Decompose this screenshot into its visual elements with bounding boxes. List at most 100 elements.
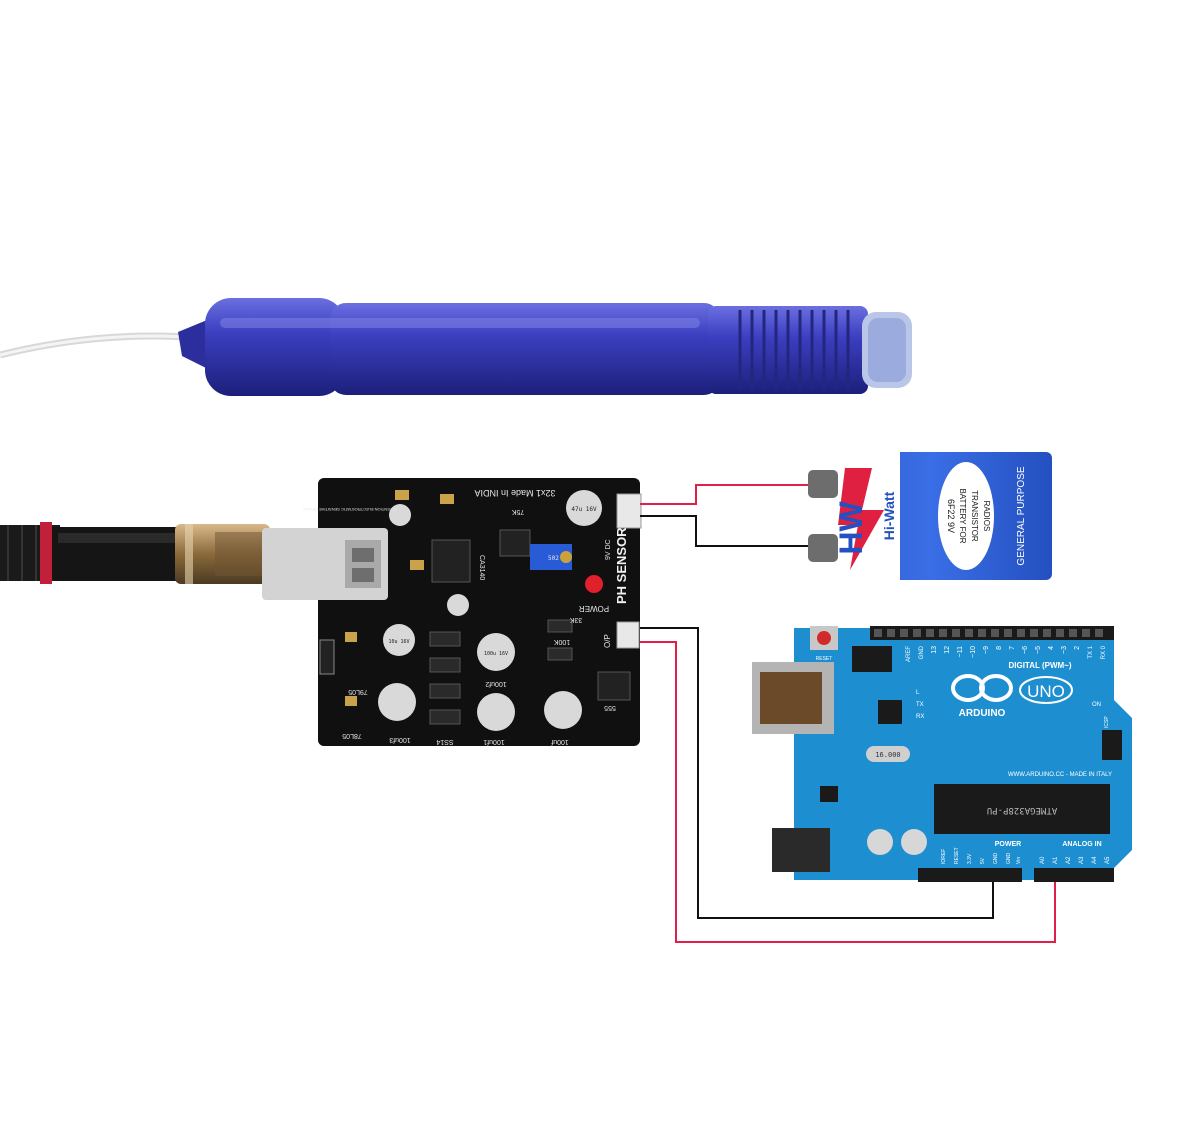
analog-label: ANALOG IN (1062, 841, 1101, 848)
digital-label: DIGITAL (PWM~) (1008, 661, 1071, 670)
pin-label-6: ~6 (1022, 646, 1029, 654)
ph-sensor-board: PH SENSOR 32x1 Made In INDIA POWER 9V DC… (262, 478, 642, 746)
uno-badge (1019, 676, 1073, 704)
pin-label-12: 12 (944, 646, 951, 654)
pin-label-rx: RX 0 (1101, 645, 1107, 659)
bnc-cable (0, 522, 270, 584)
battery-line1: BATTERY FOR (958, 488, 967, 543)
arduino-uno: AREF GND 13 12 ~11 ~10 ~9 8 7 ~6 ~5 4 ~3… (752, 626, 1132, 882)
timer-ic (597, 671, 631, 701)
pin-label-7: 7 (1009, 646, 1016, 650)
rx-led-label: RX (916, 714, 924, 720)
pin-label-11: ~11 (957, 646, 964, 657)
pin-label-3: ~3 (1061, 646, 1068, 654)
cap-100u-2-label: 100u 16V (484, 651, 508, 657)
analog-pin-a1: A1 (1053, 856, 1059, 864)
cap-100u-1 (477, 693, 515, 731)
battery-line3: RADIOS (982, 501, 991, 532)
chip-label: ATMEGA328P-PU (987, 805, 1057, 815)
arduino-cap-1 (867, 829, 893, 855)
cap-47u-label: 47u 16V (571, 506, 597, 513)
battery-purpose: GENERAL PURPOSE (1016, 466, 1027, 565)
timer-label: 555 (604, 704, 616, 711)
pin-label-8: 8 (996, 646, 1003, 650)
probe-body (205, 298, 345, 396)
power-pin-gnd1: GND (993, 853, 999, 865)
cap-100u (544, 691, 582, 729)
cap-100uf3-label: 100uf3 (389, 736, 411, 743)
power-label: POWER (995, 841, 1021, 848)
cap-100uf2-label: 100uf2 (485, 680, 507, 687)
power-header[interactable] (918, 868, 1022, 882)
ph-probe (0, 298, 912, 396)
arduino-cap-2 (901, 829, 927, 855)
power-pin-ioref: IOREF (941, 849, 947, 864)
power-pin-gnd2: GND (1006, 853, 1012, 865)
reset-label: RESET (816, 656, 833, 662)
crystal-label: 16.000 (875, 751, 900, 759)
pot-label: 502 (548, 555, 559, 562)
tx-led-label: TX (916, 702, 924, 708)
battery-model: 6F22 9V (946, 499, 956, 533)
power-pin-reset: RESET (954, 847, 960, 864)
input-connector[interactable] (616, 493, 642, 529)
pin-label-2: 2 (1074, 646, 1081, 650)
diode-label: SS14 (436, 738, 453, 745)
battery-line2: TRANSISTOR (970, 490, 979, 542)
pin-label-tx: TX 1 (1088, 645, 1094, 658)
output-label: O/P (603, 634, 612, 648)
analog-pin-a4: A4 (1092, 856, 1098, 864)
cap-10u-b (447, 594, 469, 616)
power-pin-5v: 5V (980, 857, 986, 864)
cap-100uf1-label: 100uf1 (483, 738, 505, 745)
made-in-label: 32x1 Made In INDIA (474, 488, 555, 498)
pin-label-aref: AREF (906, 646, 912, 662)
output-black-wire (640, 627, 994, 919)
icsp-label: ICSP (1104, 716, 1110, 728)
barrel-jack[interactable] (772, 828, 830, 872)
icsp-header-right[interactable] (1102, 730, 1122, 760)
res-33k-label: 33K (569, 616, 582, 623)
analog-pin-a2: A2 (1066, 856, 1072, 864)
battery-9v: HW Hi-Watt 6F22 9V BATTERY FOR TRANSISTO… (808, 452, 1052, 580)
pin-label-13: 13 (931, 646, 938, 654)
uno-label: UNO (1027, 682, 1065, 701)
output-connector[interactable] (616, 621, 640, 649)
cap-100u-3 (378, 683, 416, 721)
wiring (640, 484, 1056, 943)
cap-47u (566, 490, 602, 526)
battery-terminal-top[interactable] (808, 470, 838, 498)
input-voltage-label: 9V DC (605, 539, 612, 560)
pin-label-5: ~5 (1035, 646, 1042, 654)
on-led-label: ON (1092, 702, 1101, 708)
cap-10u-label: 10u 16V (388, 639, 409, 645)
analog-pin-a0: A0 (1040, 856, 1046, 864)
battery-logo: HW (833, 501, 869, 555)
cap-10u-c (389, 504, 411, 526)
reg2-label: 78L05 (342, 732, 362, 739)
op-amp-ic (431, 539, 471, 583)
battery-terminal-bottom[interactable] (808, 534, 838, 562)
url-label: WWW.ARDUINO.CC - MADE IN ITALY (1008, 772, 1112, 778)
icsp-header-top[interactable] (852, 646, 892, 672)
cap-100u-2 (477, 633, 515, 671)
ic-label: CA3140 (478, 555, 485, 580)
battery-brand: Hi-Watt (881, 491, 897, 540)
reg-label: 79L05 (348, 688, 368, 695)
atmega-chip (934, 784, 1110, 834)
output-red-wire (640, 641, 1056, 943)
digital-pin-holes (874, 629, 1103, 637)
pin-label-9: ~9 (983, 646, 990, 654)
arduino-logo-icon (951, 674, 1013, 702)
sensor-title: PH SENSOR (614, 527, 629, 604)
l-led-label: L (916, 690, 920, 696)
arduino-brand: ARDUINO (959, 708, 1006, 719)
analog-pin-a5: A5 (1105, 856, 1111, 864)
header-left[interactable] (319, 639, 335, 675)
pin-label-10: ~10 (970, 646, 977, 658)
warning-label: ATTENTION ELECTROSTATIC SENSITIVE DEVICE (303, 507, 397, 512)
battery-black-wire (640, 515, 808, 547)
res-75k-label: 75K (511, 508, 524, 515)
analog-header[interactable] (1034, 868, 1114, 882)
